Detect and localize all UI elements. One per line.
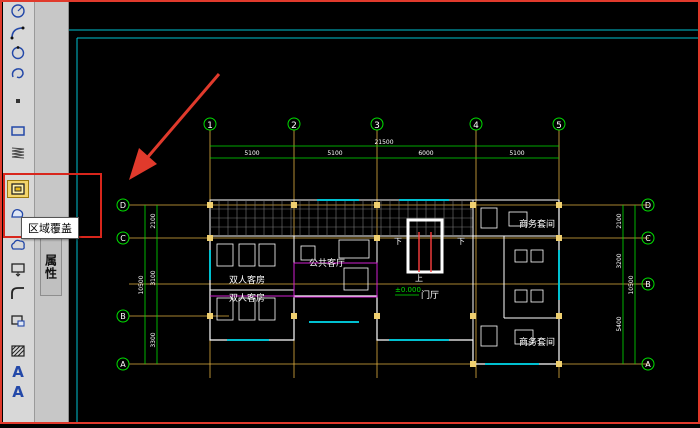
total-dimension: 21500	[374, 139, 393, 146]
room-labels: 公共客厅 双人客房 双人客房 商务套间 商务套间 门厅 下 下 上 ±0.000	[229, 218, 555, 348]
stair-up: 上	[415, 274, 423, 283]
axis-bubble-1	[203, 117, 217, 131]
mtext-icon[interactable]: A	[7, 382, 29, 400]
right-dim-1: 2100	[616, 213, 623, 228]
span-dim-2: 5100	[327, 150, 342, 157]
axis-label-2: 2	[291, 121, 297, 131]
wipeout-icon[interactable]	[7, 180, 29, 198]
lounge-zone	[293, 262, 378, 298]
arc-3pt-icon[interactable]	[7, 44, 29, 62]
axis-label-5: 5	[556, 121, 562, 131]
room-business-suite-1: 商务套间	[519, 218, 555, 230]
region-icon[interactable]	[7, 204, 29, 222]
room-double-guest-1: 双人客房	[229, 274, 265, 286]
svg-text:A: A	[12, 383, 24, 399]
room-lobby: 门厅	[421, 289, 439, 301]
room-public-living: 公共客厅	[309, 257, 345, 269]
row-label-left-c: C	[120, 234, 126, 243]
annotation-arrow	[129, 73, 221, 180]
right-total-dim: 10500	[628, 275, 635, 294]
axis-label-4: 4	[473, 121, 479, 131]
left-dim-2: 3100	[150, 270, 157, 285]
top-dimensions: 21500 5100 5100 6000 5100	[210, 139, 559, 159]
stair-down-left: 下	[394, 237, 402, 246]
revision-cloud-icon[interactable]	[7, 64, 29, 82]
fillet-icon[interactable]	[7, 284, 29, 302]
axis-bubble-5	[552, 117, 566, 131]
elevation-mark: ±0.000	[395, 286, 421, 294]
row-label-right-a: A	[645, 360, 651, 369]
palette-strip	[35, 0, 69, 424]
span-dim-3: 6000	[418, 150, 433, 157]
right-dim-3: 5400	[616, 316, 623, 331]
stretch-icon[interactable]	[7, 260, 29, 278]
left-dim-3: 3300	[150, 332, 157, 347]
windows	[209, 199, 560, 365]
axis-bubble-3	[370, 117, 384, 131]
axis-label-1: 1	[207, 121, 213, 131]
svg-text:A: A	[12, 363, 24, 379]
cloud-icon[interactable]	[7, 236, 29, 254]
tooltip-text: 区域覆盖	[28, 222, 72, 235]
left-dim-1: 2100	[150, 213, 157, 228]
axis-label-3: 3	[374, 121, 380, 131]
span-dim-4: 5100	[509, 150, 524, 157]
row-label-right-b: B	[645, 280, 651, 289]
drawing-canvas[interactable]: 1 2 3 4 5 21500 5100 5100 6000 5100	[69, 0, 700, 424]
side-dimensions: 2100 3100 3300 10500 2100 3200 5400 1050…	[138, 205, 636, 364]
floor-plan-drawing: 1 2 3 4 5 21500 5100 5100 6000 5100	[69, 29, 700, 424]
wipeout-tooltip: 区域覆盖	[21, 217, 79, 239]
text-icon[interactable]: A	[7, 362, 29, 380]
screen-icon[interactable]	[7, 312, 29, 330]
spring-icon[interactable]	[7, 144, 29, 162]
row-label-right-d: D	[645, 201, 651, 210]
row-label-left-a: A	[120, 360, 126, 369]
stair-shaft	[406, 218, 444, 274]
properties-tab-label: 属性	[43, 254, 58, 280]
balcony-grid	[210, 200, 473, 236]
properties-tab[interactable]: 属性	[40, 238, 62, 296]
point-icon[interactable]	[7, 92, 29, 110]
columns	[207, 202, 562, 367]
row-label-right-c: C	[645, 234, 651, 243]
axis-bubble-2	[287, 117, 301, 131]
span-dim-1: 5100	[244, 150, 259, 157]
axis-bubble-4	[469, 117, 483, 131]
right-dim-2: 3200	[616, 253, 623, 268]
row-label-left-d: D	[120, 201, 126, 210]
room-double-guest-2: 双人客房	[229, 292, 265, 304]
furniture	[216, 207, 544, 347]
rectangle-icon[interactable]	[7, 122, 29, 140]
arc-center-icon[interactable]	[7, 2, 29, 20]
left-total-dim: 10500	[138, 275, 145, 294]
row-label-left-b: B	[120, 312, 126, 321]
stair-down-right: 下	[457, 237, 465, 246]
room-business-suite-2: 商务套间	[519, 336, 555, 348]
arc-icon[interactable]	[7, 24, 29, 42]
row-axes: D C B A D C B A	[116, 198, 655, 371]
hatch-icon[interactable]	[7, 342, 29, 360]
draw-toolbar: A A	[3, 0, 35, 424]
